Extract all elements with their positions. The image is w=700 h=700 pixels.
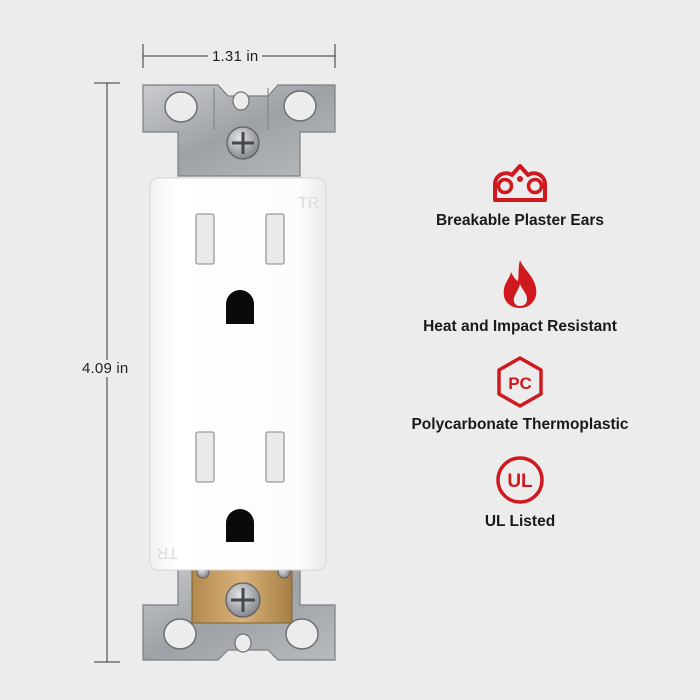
feature-ul-listed: UL UL Listed bbox=[410, 455, 630, 531]
ul-mark-text: UL bbox=[507, 471, 533, 492]
width-label: 1.31 in bbox=[208, 48, 263, 65]
top-mounting-strap bbox=[142, 84, 336, 177]
feature-label: Polycarbonate Thermoplastic bbox=[411, 416, 629, 433]
flame-icon bbox=[503, 260, 537, 308]
pc-badge-icon: PC bbox=[497, 356, 543, 408]
feature-polycarbonate: PC Polycarbonate Thermoplastic bbox=[410, 356, 630, 434]
bottom-mounting-strap bbox=[142, 564, 336, 661]
feature-plaster-ears: Breakable Plaster Ears bbox=[410, 162, 630, 230]
feature-label: UL Listed bbox=[484, 513, 556, 530]
feature-label: Breakable Plaster Ears bbox=[435, 212, 605, 229]
feature-label: Heat and Impact Resistant bbox=[423, 318, 617, 335]
height-label: 4.09 in bbox=[78, 360, 133, 377]
plaster-ears-icon bbox=[493, 164, 547, 202]
ul-mark-icon: UL bbox=[496, 456, 544, 504]
pc-badge-text: PC bbox=[508, 374, 532, 393]
bottom-tr-mark: TR bbox=[157, 544, 178, 561]
receptacle-face bbox=[149, 177, 327, 571]
feature-heat-impact: Heat and Impact Resistant bbox=[410, 258, 630, 336]
top-tr-mark: TR bbox=[298, 195, 319, 212]
